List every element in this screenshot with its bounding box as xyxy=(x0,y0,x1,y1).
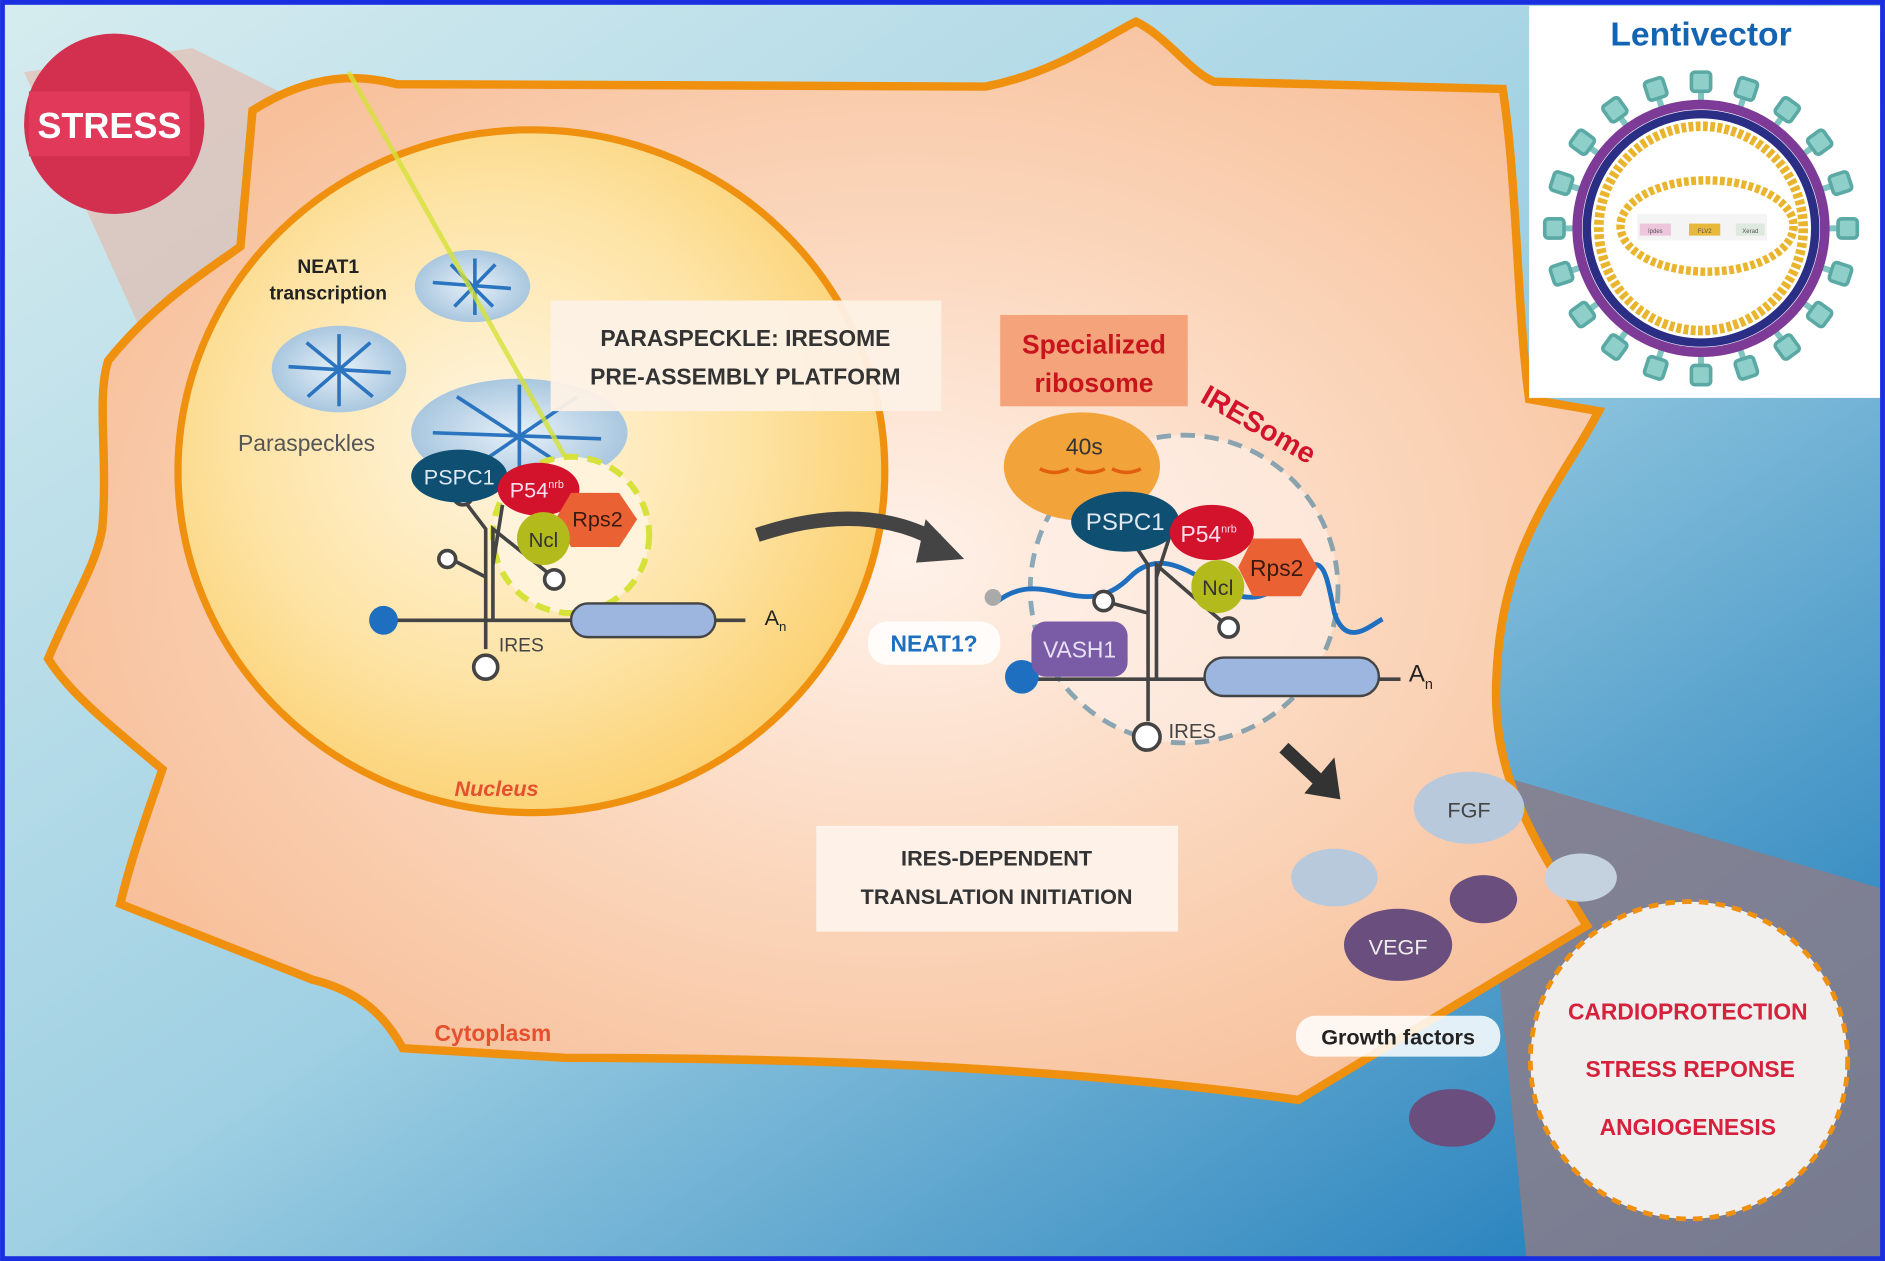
p54nrb-protein xyxy=(1169,504,1254,561)
cassette-label: FLV2 xyxy=(1698,229,1713,235)
ires-label: IRES xyxy=(1168,721,1216,743)
cap-icon xyxy=(1005,659,1039,694)
growth-factors-bubble xyxy=(1295,1015,1501,1057)
pspc1-protein xyxy=(411,449,508,503)
pointer-line xyxy=(346,70,568,458)
spike-head xyxy=(1601,333,1629,361)
pspc1-protein xyxy=(1071,491,1180,552)
paraspeckle-icon xyxy=(414,250,531,323)
secretion-arrow xyxy=(1279,742,1325,787)
rps2-label: Rps2 xyxy=(572,507,622,532)
spike-head xyxy=(1827,170,1854,197)
orf-bar xyxy=(569,602,717,639)
spike-head xyxy=(1568,300,1597,329)
orf-bar xyxy=(1203,656,1381,698)
ncl-label: Ncl xyxy=(1202,575,1233,600)
spike-head xyxy=(1773,333,1802,361)
spike-head xyxy=(1836,216,1860,240)
fgf-molecule xyxy=(1413,771,1525,844)
pspc1-label: PSPC1 xyxy=(1086,509,1165,536)
ncl-protein xyxy=(516,512,570,565)
spike-head xyxy=(1689,70,1713,94)
rps2-protein xyxy=(1238,538,1318,597)
rps2-label: Rps2 xyxy=(1250,555,1303,581)
spike-head xyxy=(1689,363,1713,387)
rps2-protein xyxy=(555,492,638,547)
lentivector-inset: Lentivector Ipdes FLV2 Xerad xyxy=(1529,6,1881,398)
secretion-arrow-head xyxy=(1304,757,1341,800)
lentivector-title: Lentivector xyxy=(1610,17,1791,54)
spike-head xyxy=(1542,216,1566,240)
p54nrb-label: P54nrb xyxy=(510,478,564,503)
cytoplasm-label: Cytoplasm xyxy=(435,1020,552,1046)
paraspeckle-box-line2: PRE-ASSEMBLY PLATFORM xyxy=(590,364,900,390)
spike-head xyxy=(1827,260,1854,287)
spike-head xyxy=(1568,128,1597,157)
spike-head xyxy=(1805,300,1834,329)
paraspeckle-icon xyxy=(271,325,407,413)
outcomes-circle: CARDIOPROTECTION STRESS REPONSE ANGIOGEN… xyxy=(1527,899,1851,1222)
vash1-protein xyxy=(1031,621,1128,677)
specialized-line2: ribosome xyxy=(1034,368,1153,398)
p54nrb-label: P54nrb xyxy=(1181,521,1237,547)
outcome-cardioprotection: CARDIOPROTECTION xyxy=(1568,998,1808,1024)
outcome-angiogenesis: ANGIOGENESIS xyxy=(1600,1114,1776,1140)
outcome-stress-response: STRESS REPONSE xyxy=(1586,1056,1795,1082)
growth-factor-molecule xyxy=(1408,1089,1496,1147)
pspc1-label: PSPC1 xyxy=(424,464,495,489)
spike-head xyxy=(1601,95,1629,124)
neat1-strand xyxy=(996,560,1384,635)
stress-label: STRESS xyxy=(37,105,181,146)
ires-dependent-box: IRES-DEPENDENT TRANSLATION INITIATION xyxy=(816,825,1179,932)
cassette-label: Xerad xyxy=(1742,229,1758,235)
paraspeckles-label: Paraspeckles xyxy=(238,430,375,456)
specialized-ribosome-box: Specialized ribosome xyxy=(1000,314,1188,407)
p54nrb-protein xyxy=(497,462,580,516)
neat1q-label: NEAT1? xyxy=(891,631,978,657)
envelope-spikes xyxy=(1542,70,1860,387)
fgf-label: FGF xyxy=(1447,797,1490,822)
export-arrow-head xyxy=(916,519,965,563)
strand-end xyxy=(984,589,1002,606)
ncl-label: Ncl xyxy=(529,530,559,552)
ribosome-40s-label: 40s xyxy=(1066,433,1103,459)
rrna-marks xyxy=(1039,467,1142,475)
export-arrow xyxy=(755,511,942,548)
vegf-molecule xyxy=(1344,908,1453,981)
growth-factor-molecule xyxy=(1291,848,1378,907)
neat1-transcription-label-2: transcription xyxy=(269,283,386,304)
nucleus-label: Nucleus xyxy=(454,776,538,801)
ires-label: IRES xyxy=(499,636,544,657)
cassette-label: Ipdes xyxy=(1648,229,1663,235)
vegf-label: VEGF xyxy=(1369,934,1428,959)
growth-factors-label: Growth factors xyxy=(1321,1025,1475,1050)
spike-head xyxy=(1733,75,1760,102)
paraspeckle-box-line1: PARASPECKLE: IRESOME xyxy=(600,325,890,351)
neat1-transcription-label-1: NEAT1 xyxy=(297,257,359,278)
specialized-line1: Specialized xyxy=(1022,329,1166,359)
ires-dep-line1: IRES-DEPENDENT xyxy=(901,846,1092,871)
spike-head xyxy=(1642,75,1669,102)
spike-head xyxy=(1548,170,1575,197)
growth-factor-molecule xyxy=(1449,875,1518,924)
paraspeckle-platform-box: PARASPECKLE: IRESOME PRE-ASSEMBLY PLATFO… xyxy=(550,300,942,412)
cap-icon xyxy=(369,605,398,635)
neat1q-bubble xyxy=(867,621,1001,665)
spike-head xyxy=(1642,354,1669,381)
growth-factors: FGF VEGF Growth factors xyxy=(1291,771,1617,1147)
growth-factor-molecule xyxy=(1544,853,1617,902)
ires-dep-line2: TRANSLATION INITIATION xyxy=(861,884,1133,909)
polya-label: An xyxy=(1409,661,1433,693)
vash1-label: VASH1 xyxy=(1043,637,1116,663)
spike-head xyxy=(1805,128,1834,157)
spike-head xyxy=(1733,354,1760,381)
spike-head xyxy=(1548,260,1575,287)
ncl-protein xyxy=(1191,560,1245,614)
spike-head xyxy=(1773,95,1802,124)
polya-label: An xyxy=(765,605,787,634)
stress-badge: STRESS xyxy=(24,33,205,214)
